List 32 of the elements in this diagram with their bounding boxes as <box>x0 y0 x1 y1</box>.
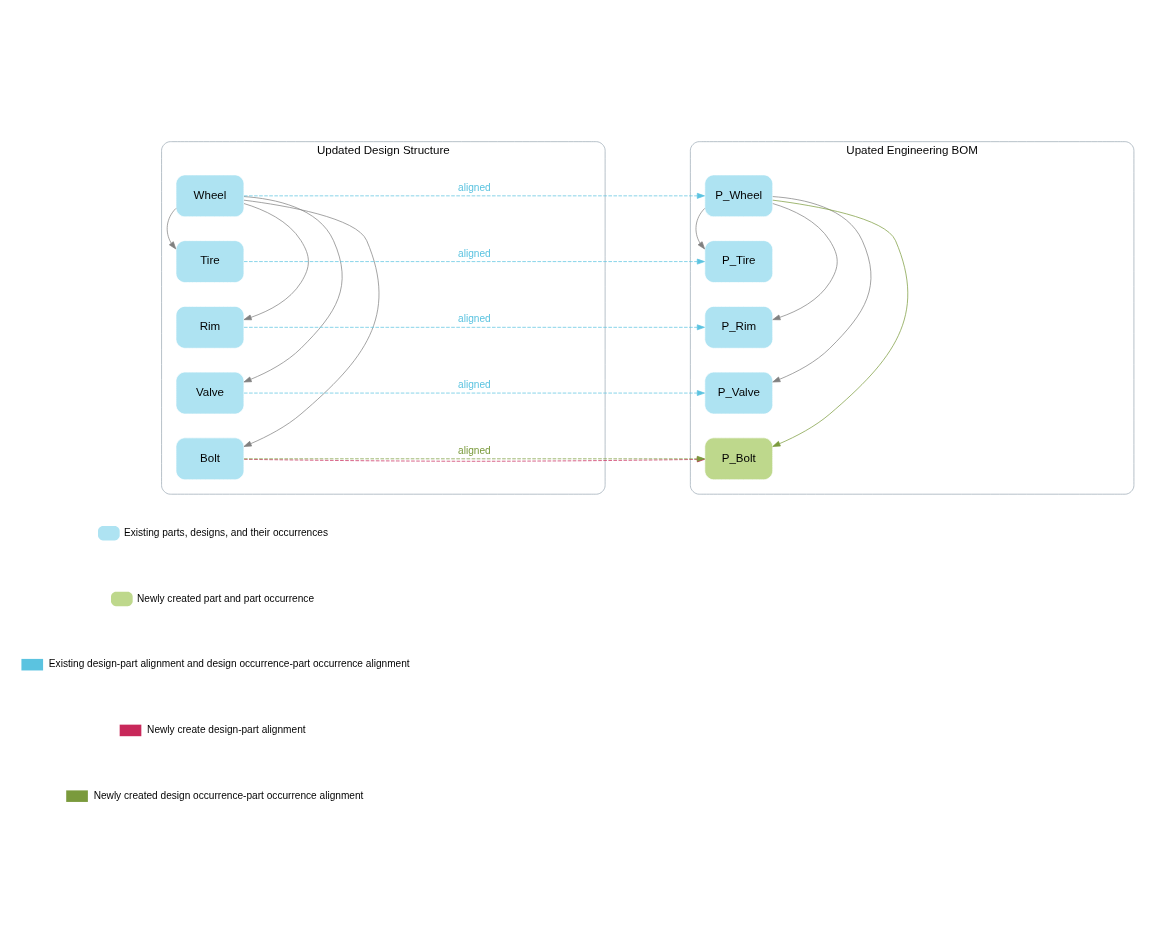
edge-label: aligned <box>458 444 491 456</box>
edge-label: aligned <box>458 312 491 324</box>
legend-label: Existing design-part alignment and design occurrence-part occurrence alignment <box>48 657 410 669</box>
node-box: P_Valve <box>704 371 774 414</box>
arrow <box>166 207 177 249</box>
node-box: Rim <box>175 305 245 349</box>
arrow <box>695 207 706 249</box>
legend-label: Newly create design-part alignment <box>147 723 306 735</box>
arrow <box>243 202 309 320</box>
node-box: Valve <box>175 371 245 414</box>
node-box: Wheel <box>175 174 245 217</box>
arrow <box>772 202 838 320</box>
node-box: P_Tire <box>704 239 774 283</box>
arrow <box>772 195 872 382</box>
node-box: Bolt <box>175 437 245 480</box>
legend-label: Newly created design occurrence-part occurrence alignment <box>93 789 364 801</box>
arrow <box>243 195 343 382</box>
node-box: P_Bolt <box>704 437 774 480</box>
arrow <box>772 199 909 447</box>
node-box: P_Wheel <box>704 174 774 217</box>
arrow <box>243 199 380 447</box>
edge-label: aligned <box>458 247 491 259</box>
arrow <box>243 192 705 199</box>
edge-label: aligned <box>458 378 491 390</box>
legend-label: Existing parts, designs, and their occurrences <box>124 526 328 538</box>
edge-label: aligned <box>458 181 491 193</box>
node-box: Tire <box>175 239 245 283</box>
arrow <box>243 389 705 396</box>
legend-label: Newly created part and part occurrence <box>137 592 315 604</box>
arrow <box>243 258 705 264</box>
node-box: P_Rim <box>704 305 774 349</box>
arrow <box>243 323 705 330</box>
